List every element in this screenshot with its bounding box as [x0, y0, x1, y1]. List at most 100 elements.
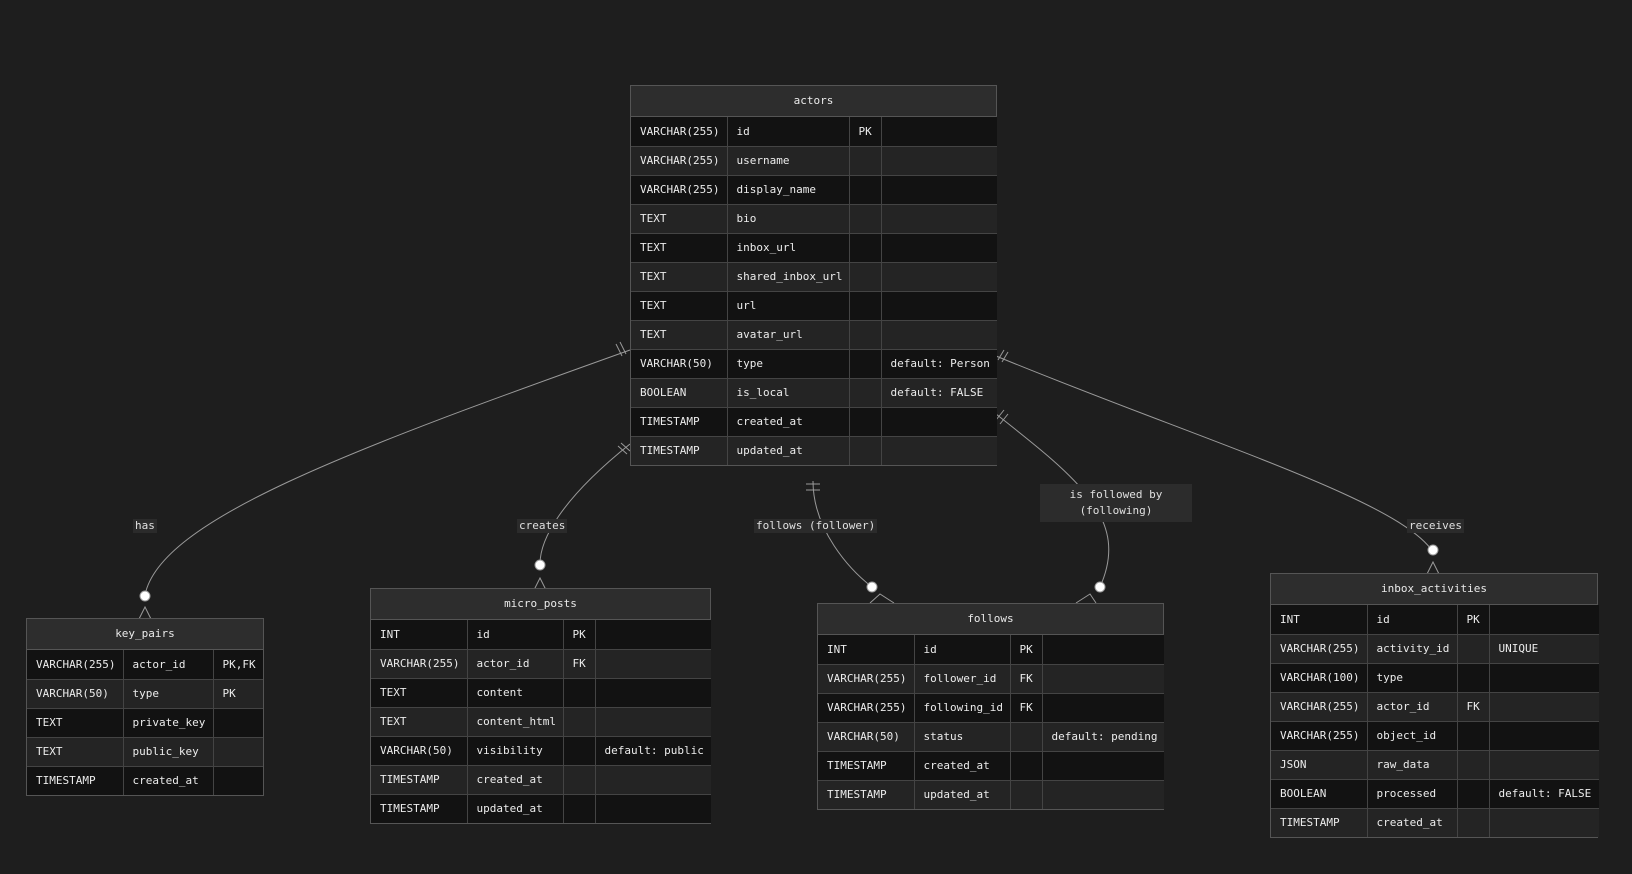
attr-comment: [1489, 721, 1599, 751]
attr-comment: [881, 436, 997, 465]
attr-type: VARCHAR(255): [371, 649, 468, 679]
attr-type: VARCHAR(255): [631, 175, 728, 205]
entity-title: actors: [631, 86, 996, 117]
attr-comment: [595, 707, 711, 737]
attr-key: [213, 708, 263, 738]
attr-comment: default: Person: [881, 349, 997, 379]
rel-label-is-followed-by-line1: is followed by: [1069, 488, 1163, 501]
attr-key: [849, 262, 882, 292]
attr-comment: [881, 117, 997, 147]
attr-name: following_id: [914, 693, 1011, 723]
attr-type: TIMESTAMP: [371, 794, 468, 823]
rel-many-marker-creates: [533, 576, 547, 591]
attr-key: [1457, 721, 1490, 751]
attr-name: id: [727, 117, 850, 147]
attr-name: type: [1367, 663, 1458, 693]
attr-name: private_key: [123, 708, 214, 738]
rel-zero-marker-follower: [866, 581, 878, 593]
attr-comment: [881, 204, 997, 234]
attr-key: [849, 320, 882, 350]
attr-comment: UNIQUE: [1489, 634, 1599, 664]
attr-name: raw_data: [1367, 750, 1458, 780]
attr-name: updated_at: [727, 436, 850, 465]
rel-one-marker-has: [615, 343, 623, 357]
attr-name: activity_id: [1367, 634, 1458, 664]
attr-type: TIMESTAMP: [27, 766, 124, 795]
attr-name: actor_id: [1367, 692, 1458, 722]
attr-type: VARCHAR(50): [631, 349, 728, 379]
attr-key: [849, 233, 882, 263]
rel-one-marker-creates: [617, 445, 628, 455]
attr-key: [849, 349, 882, 379]
attr-type: TIMESTAMP: [818, 751, 915, 781]
attr-type: JSON: [1271, 750, 1368, 780]
attr-type: VARCHAR(255): [631, 146, 728, 176]
attr-comment: [1042, 664, 1164, 694]
attr-name: created_at: [123, 766, 214, 795]
attr-type: VARCHAR(50): [371, 736, 468, 766]
rel-label-is-followed-by-line2: (following): [1079, 504, 1153, 517]
attr-comment: [595, 794, 711, 823]
attr-key: [213, 766, 263, 795]
attr-type: INT: [818, 635, 915, 665]
attr-key: [1010, 751, 1043, 781]
rel-many-marker-has: [138, 605, 152, 620]
attr-key: [213, 737, 263, 767]
attr-key: [849, 204, 882, 234]
attribute-row: VARCHAR(255)object_id: [1271, 721, 1599, 751]
rel-line-creates: [539, 443, 631, 565]
attr-type: VARCHAR(255): [1271, 692, 1368, 722]
attr-key: FK: [563, 649, 596, 679]
attr-key: PK: [849, 117, 882, 147]
attr-comment: [881, 320, 997, 350]
attr-comment: [1489, 808, 1599, 837]
attr-key: [849, 291, 882, 321]
attr-type: INT: [1271, 605, 1368, 635]
attr-name: id: [914, 635, 1011, 665]
attr-key: [563, 678, 596, 708]
attr-type: VARCHAR(255): [1271, 634, 1368, 664]
attr-key: [1457, 779, 1490, 809]
attr-comment: [595, 765, 711, 795]
rel-line-follower: [812, 480, 873, 588]
rel-label-has: has: [133, 519, 157, 533]
attr-key: PK,FK: [213, 650, 263, 680]
attr-comment: [595, 620, 711, 650]
attr-name: actor_id: [123, 650, 214, 680]
attribute-row: VARCHAR(255)activity_id UNIQUE: [1271, 634, 1599, 664]
rel-zero-marker-creates: [534, 559, 546, 571]
attr-key: [849, 146, 882, 176]
attr-name: follower_id: [914, 664, 1011, 694]
entity-title: micro_posts: [371, 589, 710, 620]
attr-type: TEXT: [631, 291, 728, 321]
attribute-row: VARCHAR(255)display_name: [631, 175, 997, 205]
attr-name: created_at: [467, 765, 564, 795]
attr-type: TEXT: [27, 737, 124, 767]
attr-key: [1457, 750, 1490, 780]
attr-comment: [1042, 751, 1164, 781]
attr-comment: [881, 262, 997, 292]
attr-type: VARCHAR(255): [818, 664, 915, 694]
attr-key: FK: [1010, 693, 1043, 723]
attr-type: TIMESTAMP: [631, 436, 728, 465]
attr-comment: [881, 175, 997, 205]
